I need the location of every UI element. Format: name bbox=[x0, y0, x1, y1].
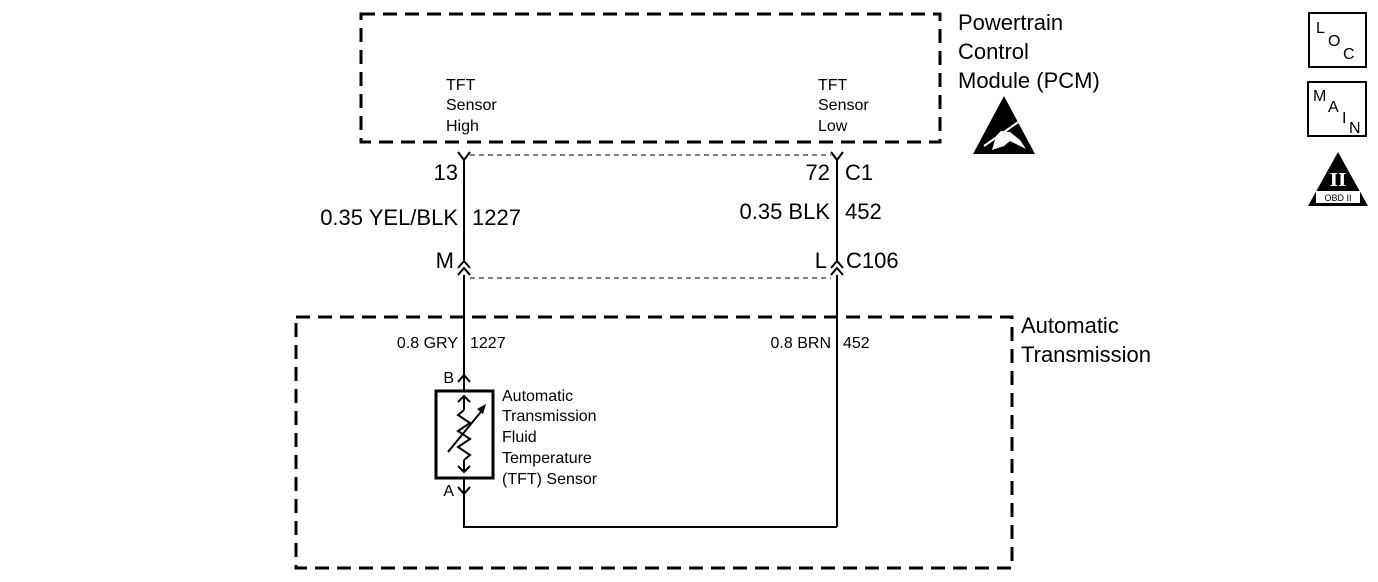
transmission-title-line-1: Automatic bbox=[1021, 313, 1119, 338]
pin-low-line-2: Sensor bbox=[818, 97, 869, 114]
transmission-title-line-2: Transmission bbox=[1021, 342, 1151, 367]
wire-low-upper-size-color: 0.35 BLK bbox=[739, 199, 830, 224]
pcm-title: Powertrain Control Module (PCM) bbox=[958, 10, 1100, 93]
loc-badge-o: O bbox=[1328, 33, 1340, 50]
c106-pin-high-letter: M bbox=[436, 248, 454, 273]
main-badge-a: A bbox=[1328, 99, 1339, 116]
esd-warning-icon bbox=[973, 96, 1035, 154]
c1-pin-high-number: 13 bbox=[434, 160, 458, 185]
pin-high-line-3: High bbox=[446, 118, 479, 135]
pcm-box bbox=[359, 12, 942, 144]
pcm-pin-high-label: TFT Sensor High bbox=[446, 77, 497, 135]
pcm-title-line-1: Powertrain bbox=[958, 10, 1063, 35]
c106-connector-name: C106 bbox=[846, 248, 899, 273]
pin-high-line-1: TFT bbox=[446, 77, 476, 94]
obd-text: OBD II bbox=[1324, 193, 1351, 203]
wire-high-lower-circuit: 1227 bbox=[470, 335, 506, 352]
c106-pin-high bbox=[457, 259, 471, 276]
c1-connector-name: C1 bbox=[845, 160, 873, 185]
sensor-pin-a bbox=[457, 478, 471, 496]
pin-low-line-3: Low bbox=[818, 118, 848, 135]
obd-ii-badge[interactable]: II OBD II bbox=[1308, 152, 1368, 206]
transmission-box bbox=[294, 315, 1014, 570]
sensor-label-line-2: Transmission bbox=[502, 408, 597, 425]
wire-low-upper-circuit: 452 bbox=[845, 199, 882, 224]
c106-pin-low bbox=[830, 259, 844, 276]
c1-pin-high bbox=[457, 151, 471, 162]
loc-badge-l: L bbox=[1316, 20, 1325, 37]
sensor-label-line-3: Fluid bbox=[502, 429, 537, 446]
pin-low-line-1: TFT bbox=[818, 77, 848, 94]
main-badge-i: I bbox=[1342, 110, 1346, 127]
c1-pin-low-number: 72 bbox=[806, 160, 830, 185]
sensor-pin-b bbox=[457, 373, 471, 391]
sensor-label-line-5: (TFT) Sensor bbox=[502, 471, 598, 488]
wire-high-upper-circuit: 1227 bbox=[472, 205, 521, 230]
wire-low-lower-circuit: 452 bbox=[843, 335, 870, 352]
wire-high-lower-size-color: 0.8 GRY bbox=[397, 335, 458, 352]
obd-symbol: II bbox=[1330, 170, 1347, 191]
transmission-title: Automatic Transmission bbox=[1021, 313, 1151, 367]
c1-pin-low bbox=[830, 151, 844, 162]
main-badge-m: M bbox=[1313, 88, 1326, 105]
pcm-title-line-2: Control bbox=[958, 39, 1029, 64]
main-badge-n: N bbox=[1349, 120, 1361, 137]
wire-low-lower-size-color: 0.8 BRN bbox=[771, 335, 831, 352]
sensor-label-line-4: Temperature bbox=[502, 450, 592, 467]
variable-resistor-icon bbox=[447, 394, 486, 474]
tft-sensor-label: Automatic Transmission Fluid Temperature… bbox=[502, 388, 598, 488]
main-badge[interactable]: M A I N bbox=[1307, 81, 1367, 137]
pcm-title-line-3: Module (PCM) bbox=[958, 68, 1100, 93]
wire-sensor-return bbox=[463, 496, 837, 528]
c106-pin-low-letter: L bbox=[815, 248, 827, 273]
sensor-pin-b-letter: B bbox=[443, 370, 454, 387]
pcm-pin-low-label: TFT Sensor Low bbox=[818, 77, 869, 135]
wire-high-upper-size-color: 0.35 YEL/BLK bbox=[320, 205, 458, 230]
loc-badge-c: C bbox=[1343, 46, 1355, 63]
sensor-label-line-1: Automatic bbox=[502, 388, 573, 405]
pin-high-line-2: Sensor bbox=[446, 97, 497, 114]
sensor-pin-a-letter: A bbox=[443, 483, 454, 500]
loc-badge[interactable]: L O C bbox=[1308, 12, 1367, 68]
